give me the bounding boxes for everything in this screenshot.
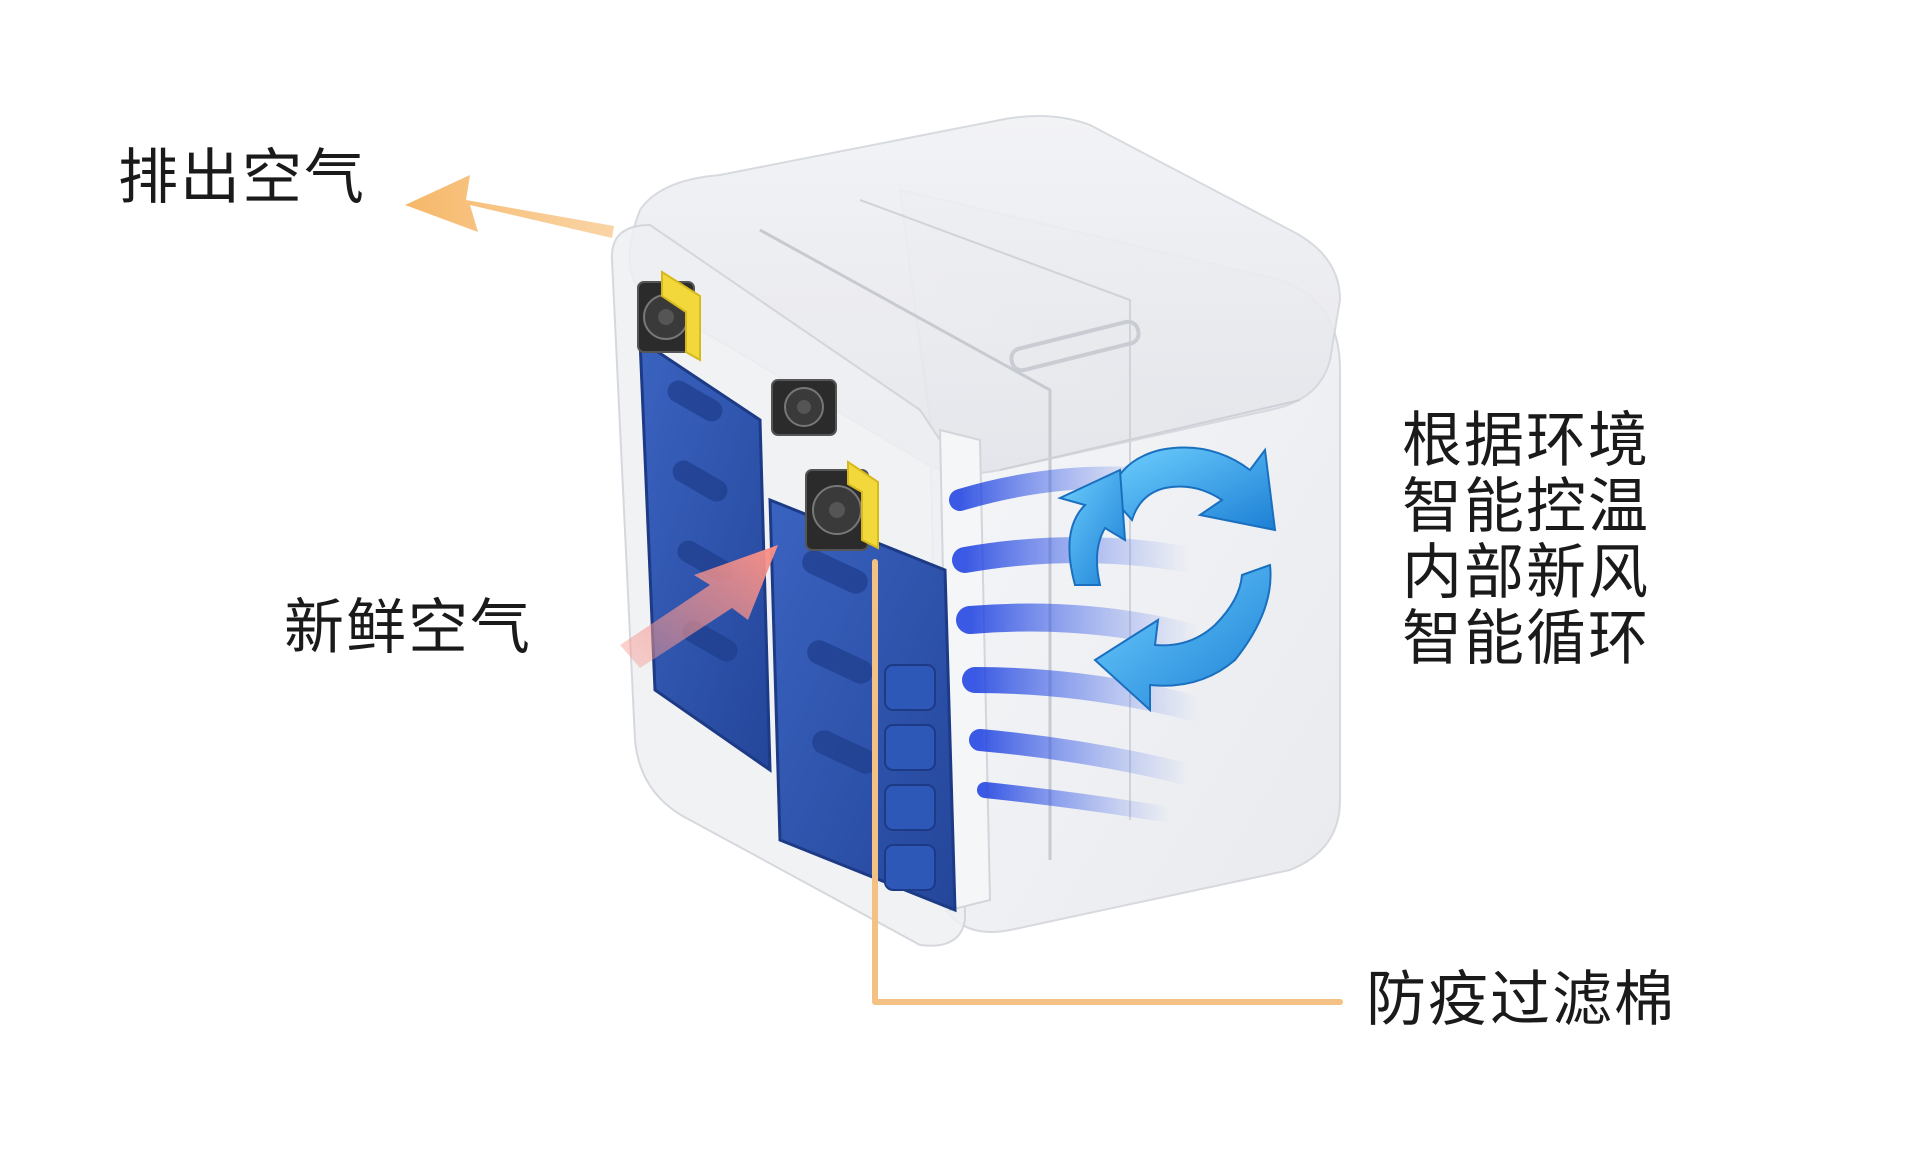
fresh-air-arrow-icon — [620, 545, 778, 668]
feature-item: 智能控温 — [1402, 472, 1650, 542]
feature-item: 根据环境 — [1402, 406, 1650, 476]
fresh-air-label: 新鲜空气 — [284, 593, 532, 663]
feature-item: 智能循环 — [1402, 604, 1650, 674]
ice-pack-left — [638, 337, 772, 773]
circulation-cycle-icon — [1057, 446, 1277, 713]
filter-strip — [661, 270, 879, 550]
filter-leader-line — [872, 559, 1343, 1005]
feature-item: 内部新风 — [1402, 538, 1650, 608]
feature-list: 根据环境 智能控温 内部新风 智能循环 — [1402, 408, 1650, 672]
lid-handle — [1009, 319, 1141, 373]
fan-icon — [771, 379, 837, 436]
filter-label: 防疫过滤棉 — [1366, 965, 1676, 1035]
ice-pack-right — [768, 497, 957, 913]
fan-icon — [805, 469, 869, 551]
exhaust-arrow-icon — [405, 175, 614, 238]
exhaust-air-label: 排出空气 — [118, 143, 366, 213]
